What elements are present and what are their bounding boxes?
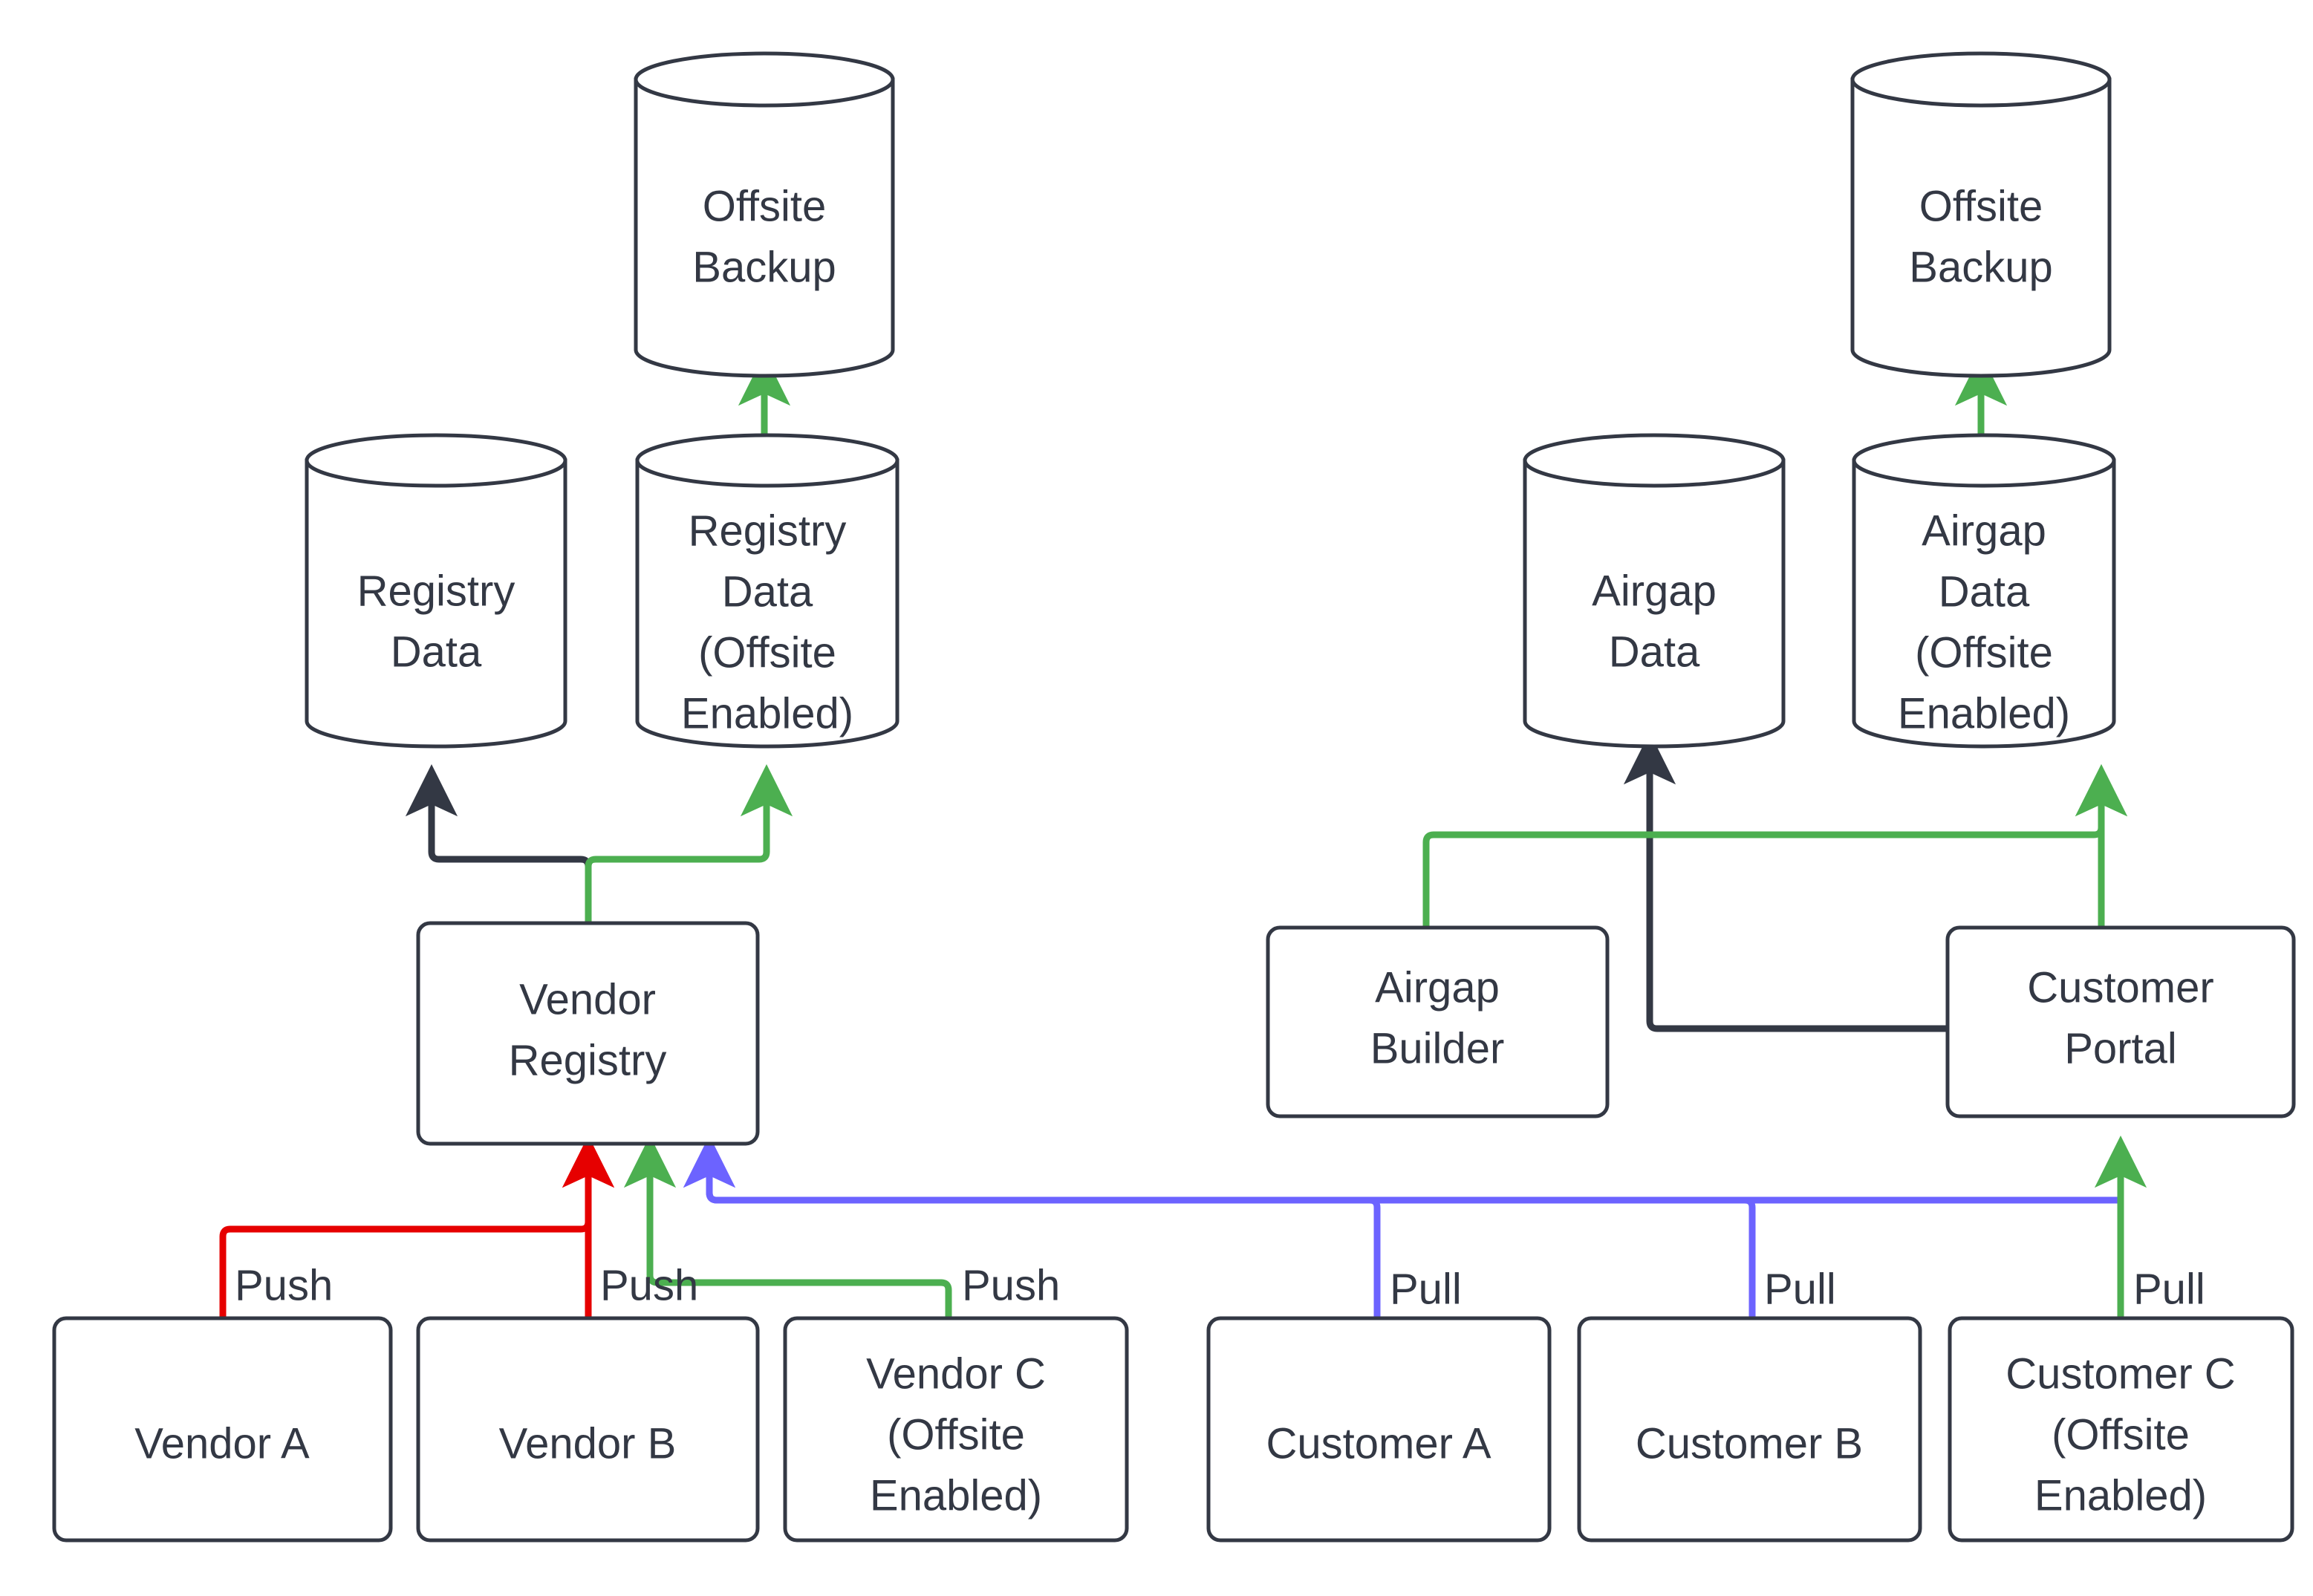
node-airgap-data[interactable]: Airgap Data — [1523, 433, 1786, 749]
node-vendor-b[interactable]: Vendor B — [416, 1316, 760, 1543]
node-label: Portal — [2064, 1024, 2177, 1072]
node-label: Enabled) — [870, 1471, 1042, 1520]
edge-label-customer-c-pull: Pull — [2133, 1265, 2205, 1313]
edge-airgap-data — [1623, 732, 1948, 1032]
node-label: Data — [1609, 628, 1700, 676]
edge-label-vendor-a-push: Push — [235, 1261, 333, 1309]
node-vendor-a[interactable]: Vendor A — [52, 1316, 393, 1543]
edge-label-vendor-c-push: Push — [962, 1261, 1060, 1309]
node-label: Airgap — [1592, 567, 1717, 615]
node-label: Data — [391, 628, 482, 676]
edge-customer-b-pull — [683, 1135, 1756, 1318]
node-customer-c[interactable]: Customer C (Offsite Enabled) — [1948, 1316, 2294, 1543]
edge-airgap-builder-offsite — [1422, 763, 2128, 928]
node-label: Vendor A — [134, 1419, 310, 1468]
node-label: Data — [722, 567, 813, 616]
node-label: (Offsite — [887, 1410, 1025, 1459]
node-vendor-registry[interactable]: Vendor Registry — [416, 921, 760, 1146]
node-airgap-builder[interactable]: Airgap Builder — [1266, 925, 1610, 1118]
node-label: Vendor C — [866, 1349, 1046, 1398]
edge-label-customer-b-pull: Pull — [1764, 1265, 1836, 1313]
node-registry-data-offsite[interactable]: Registry Data (Offsite Enabled) — [635, 433, 900, 749]
edge-label-customer-a-pull: Pull — [1390, 1265, 1462, 1313]
node-offsite-backup-right[interactable]: Offsite Backup — [1850, 51, 2112, 378]
node-customer-a[interactable]: Customer A — [1206, 1316, 1552, 1543]
node-label: Customer C — [2005, 1349, 2235, 1398]
node-label: Enabled) — [681, 689, 853, 737]
node-label: Offsite — [703, 182, 827, 230]
node-airgap-data-offsite[interactable]: Airgap Data (Offsite Enabled) — [1852, 433, 2116, 749]
node-registry-data[interactable]: Registry Data — [305, 433, 567, 749]
node-label: Backup — [692, 243, 836, 291]
node-offsite-backup-left[interactable]: Offsite Backup — [634, 51, 895, 378]
node-label: Vendor — [519, 975, 656, 1023]
node-label: Airgap — [1375, 963, 1500, 1012]
node-label: Builder — [1370, 1024, 1505, 1072]
node-label: Registry — [689, 507, 847, 555]
edge-registry-data-offsite — [585, 763, 793, 923]
node-label: (Offsite — [698, 628, 836, 677]
node-vendor-c[interactable]: Vendor C (Offsite Enabled) — [783, 1316, 1129, 1543]
node-label: (Offsite — [1915, 628, 2053, 677]
node-label: Registry — [509, 1036, 667, 1084]
node-label: Customer A — [1266, 1419, 1491, 1468]
node-label: Enabled) — [1898, 689, 2070, 737]
node-label: Offsite — [1919, 182, 2043, 230]
edge-registry-data — [405, 763, 592, 923]
node-label: Data — [1939, 567, 2030, 616]
edge-vendor-c-push — [623, 1135, 952, 1318]
node-label: Customer — [2027, 963, 2213, 1012]
node-label: Customer B — [1636, 1419, 1863, 1468]
node-customer-b[interactable]: Customer B — [1577, 1316, 1922, 1543]
node-label: Backup — [1909, 243, 2052, 291]
node-label: Vendor B — [499, 1419, 677, 1468]
edge-label-vendor-b-push: Push — [600, 1261, 698, 1309]
node-label: Enabled) — [2034, 1471, 2207, 1520]
node-label: (Offsite — [2052, 1410, 2190, 1459]
node-label: Registry — [357, 567, 515, 615]
node-customer-portal[interactable]: Customer Portal — [1945, 925, 2296, 1118]
node-label: Airgap — [1922, 507, 2046, 555]
